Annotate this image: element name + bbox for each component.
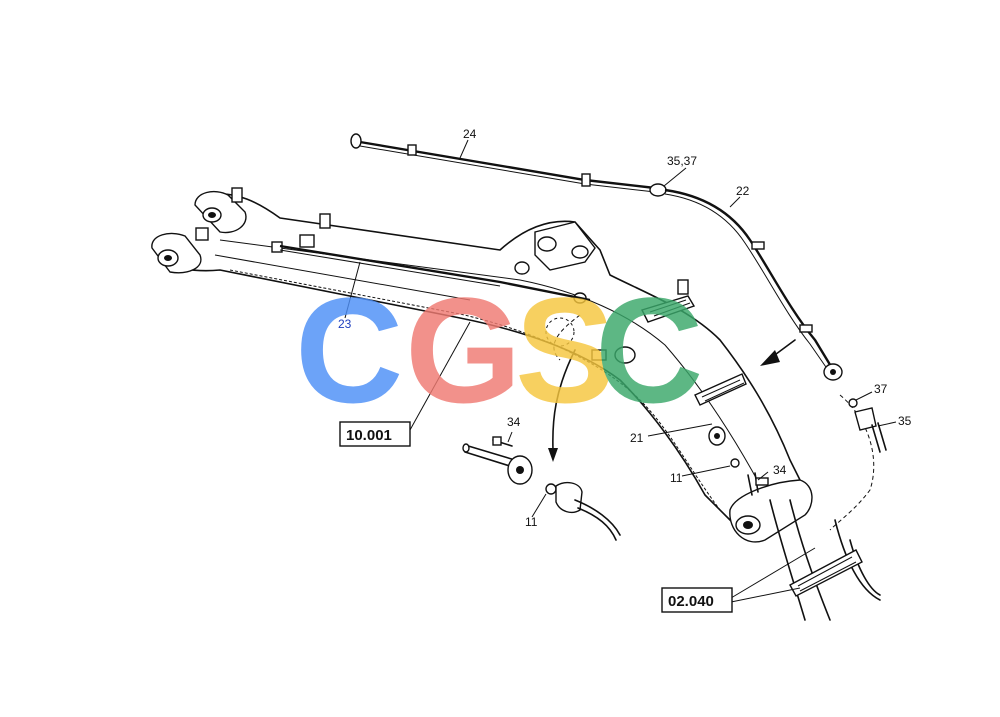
fitting-11-right [730,458,740,468]
callout-34-left: 34 [507,415,521,429]
boom-tip [729,479,813,543]
hose-22 [664,188,843,381]
leader-lines [344,139,897,603]
fitting-37-35 [848,398,887,453]
callout-labels: 24 35,37 22 23 37 35 34 21 11 34 11 [338,127,912,529]
cylinder-mount [514,221,689,304]
callout-11-left: 11 [525,515,538,529]
callout-35-37: 35,37 [667,154,697,168]
callout-21: 21 [630,431,644,445]
rear-lug-upper [194,187,247,234]
hose-clamp-lower [694,373,747,406]
fitting-left [462,436,533,485]
direction-arrows [548,339,796,462]
watermark: C G S C [295,266,703,434]
reference-label-right: 02.040 [668,593,714,610]
hose-24 [350,133,667,197]
reference-box-left: 10.001 [339,421,411,447]
callout-11-right: 11 [670,471,683,485]
hose-clamp-upper [641,295,696,323]
callout-24: 24 [463,127,477,141]
fitting-21 [708,426,726,446]
lower-hoses [769,499,881,621]
reference-label-left: 10.001 [346,427,392,444]
watermark-letter-1: C [295,266,403,434]
fitting-left-oring [545,481,621,541]
callout-37: 37 [874,382,888,396]
fitting-34-right [747,472,769,496]
callout-22: 22 [736,184,750,198]
watermark-letter-4: C [595,266,703,434]
hose-23 [279,244,591,302]
boom-arm [151,187,813,543]
callout-34-right: 34 [773,463,787,477]
reference-box-right: 02.040 [661,587,733,613]
callout-23: 23 [338,317,352,331]
watermark-letter-3: S [515,266,615,434]
callout-35: 35 [898,414,912,428]
rear-lug-lower [151,227,209,274]
watermark-letter-2: G [405,266,522,434]
